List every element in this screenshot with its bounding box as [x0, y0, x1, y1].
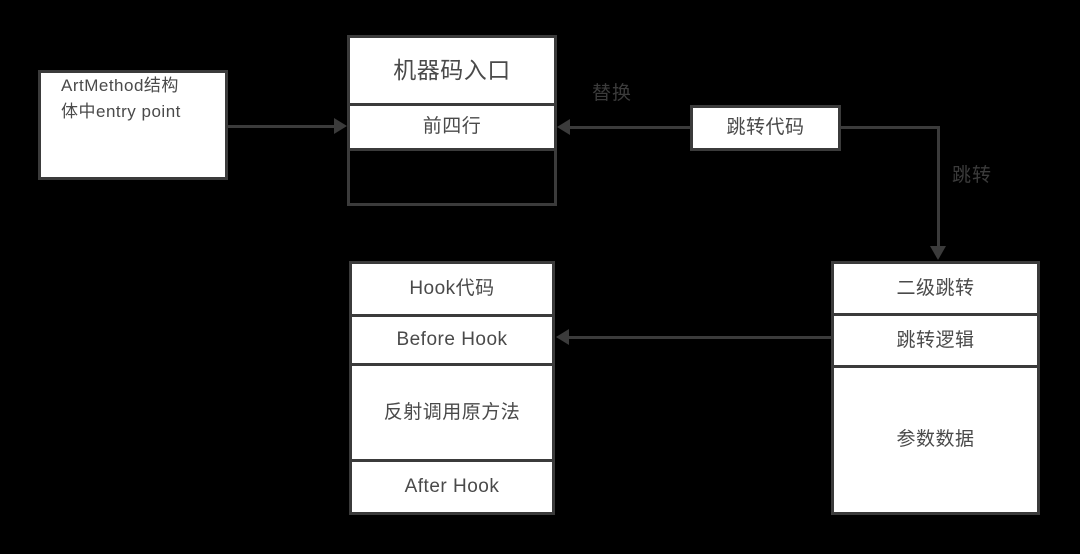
node-machine-code-empty-section: [350, 148, 554, 203]
node-hook-code-reflect-invoke: 反射调用原方法: [352, 363, 552, 459]
edge-jumpcode-to-secondjump-segment-h: [841, 126, 940, 129]
node-hook-code[interactable]: Hook代码 Before Hook 反射调用原方法 After Hook: [349, 261, 555, 515]
node-machine-code-entry[interactable]: 机器码入口 前四行: [347, 35, 557, 206]
node-artmethod-row-label: ArtMethod结构 体中entry point: [41, 73, 225, 124]
edge-artmethod-to-machinecode-line: [228, 125, 334, 128]
edge-label-jump: 跳转: [952, 165, 993, 186]
node-jump-code[interactable]: 跳转代码: [690, 105, 841, 151]
edge-label-replace: 替换: [592, 83, 633, 104]
node-hook-code-after-hook: After Hook: [352, 459, 552, 512]
edge-secondjump-to-hookcode-arrowhead: [556, 329, 569, 345]
node-jump-code-label: 跳转代码: [693, 108, 838, 148]
node-second-level-jump[interactable]: 二级跳转 跳转逻辑 参数数据: [831, 261, 1040, 515]
node-second-level-jump-param-data: 参数数据: [834, 365, 1037, 512]
edge-jumpcode-to-secondjump-segment-v: [937, 126, 940, 248]
node-second-level-jump-title: 二级跳转: [834, 264, 1037, 313]
edge-artmethod-to-machinecode-arrowhead: [334, 118, 347, 134]
edge-jumpcode-to-machinecode-line: [570, 126, 690, 129]
node-machine-code-title: 机器码入口: [350, 38, 554, 103]
node-artmethod-entry-point[interactable]: ArtMethod结构 体中entry point: [38, 70, 228, 180]
edge-jumpcode-to-machinecode-arrowhead: [557, 119, 570, 135]
node-machine-code-first-four-lines: 前四行: [350, 103, 554, 148]
node-hook-code-before-hook: Before Hook: [352, 314, 552, 363]
edge-jumpcode-to-secondjump-arrowhead: [930, 246, 946, 260]
node-hook-code-title: Hook代码: [352, 264, 552, 314]
edge-secondjump-to-hookcode-line: [569, 336, 831, 339]
node-second-level-jump-logic: 跳转逻辑: [834, 313, 1037, 365]
